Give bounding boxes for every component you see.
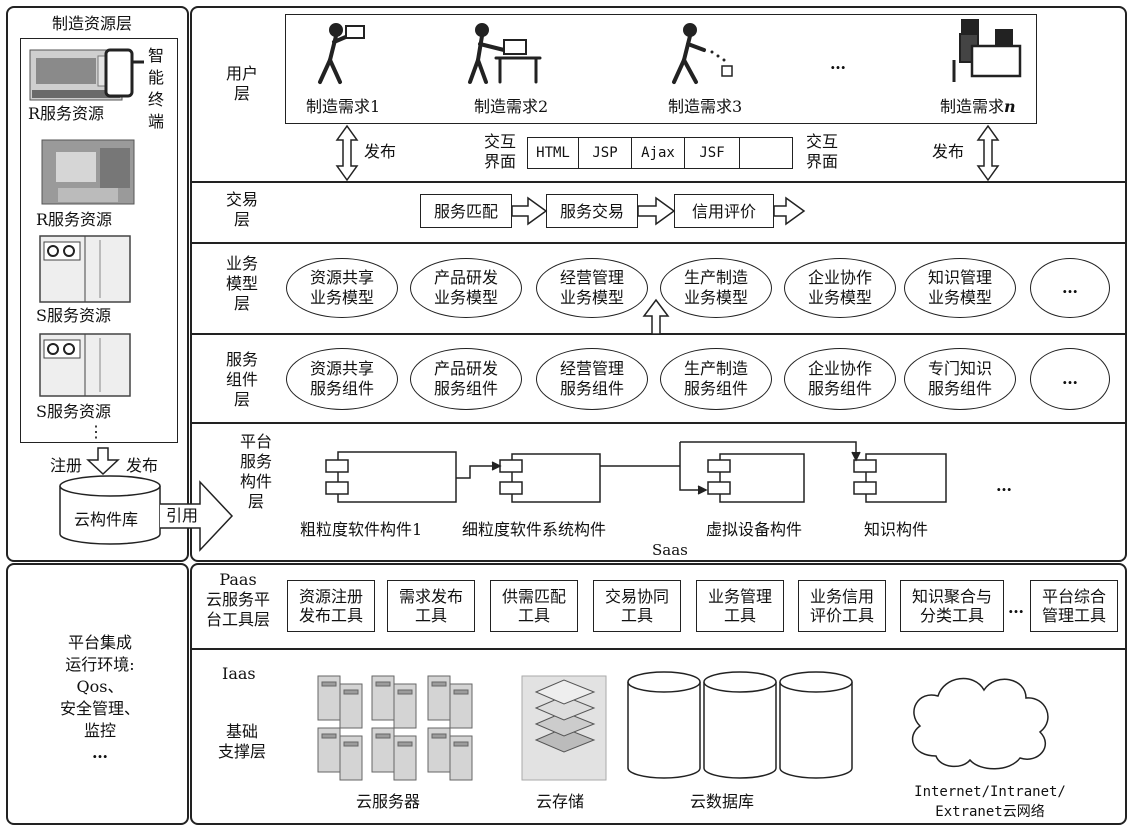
cloud-network-icon <box>913 679 1048 769</box>
cloud-network-label: Internet/Intranet/ Extranet云网络 <box>890 782 1090 822</box>
cloud-storage-label: 云存储 <box>536 792 584 812</box>
server-rack-icon <box>318 676 472 780</box>
cloud-database-label: 云数据库 <box>690 792 754 812</box>
storage-stack-icon <box>522 676 606 780</box>
cloud-server-label: 云服务器 <box>356 792 420 812</box>
database-cylinder-icons <box>628 672 852 778</box>
